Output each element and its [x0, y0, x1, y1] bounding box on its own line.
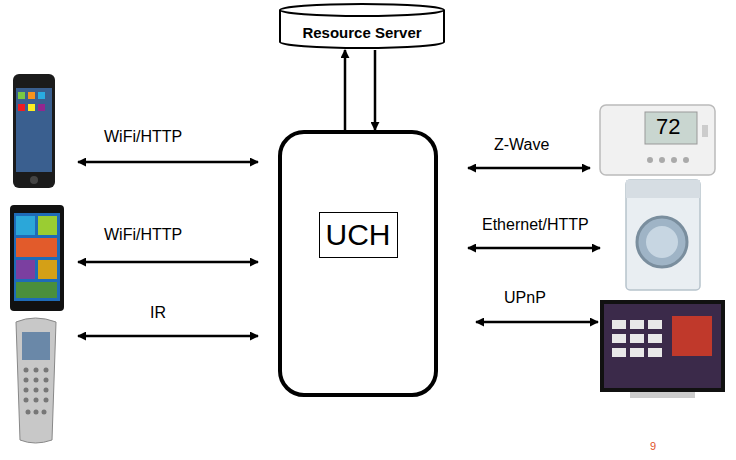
thermostat-icon	[600, 105, 715, 175]
connector-arrow	[344, 50, 347, 130]
protocol-label: UPnP	[504, 289, 546, 307]
washing-machine-icon	[626, 180, 700, 290]
page-number: 9	[650, 440, 656, 452]
protocol-label: IR	[150, 304, 166, 322]
remote-control-icon	[16, 318, 56, 443]
windows-phone-icon	[10, 205, 64, 311]
hub-box: UCH	[278, 130, 438, 397]
protocol-label: Ethernet/HTTP	[482, 216, 589, 234]
protocol-label: Z-Wave	[494, 136, 549, 154]
smartphone-icon	[13, 74, 55, 188]
display-reading: 72	[656, 114, 680, 140]
protocol-label: WiFi/HTTP	[104, 226, 182, 244]
television-icon	[600, 300, 725, 398]
server-cylinder: Resource Server	[278, 2, 446, 50]
protocol-label: WiFi/HTTP	[104, 128, 182, 146]
node-title: Resource Server	[302, 24, 421, 41]
hub-label: UCH	[319, 212, 398, 258]
connector-arrow	[374, 50, 377, 130]
